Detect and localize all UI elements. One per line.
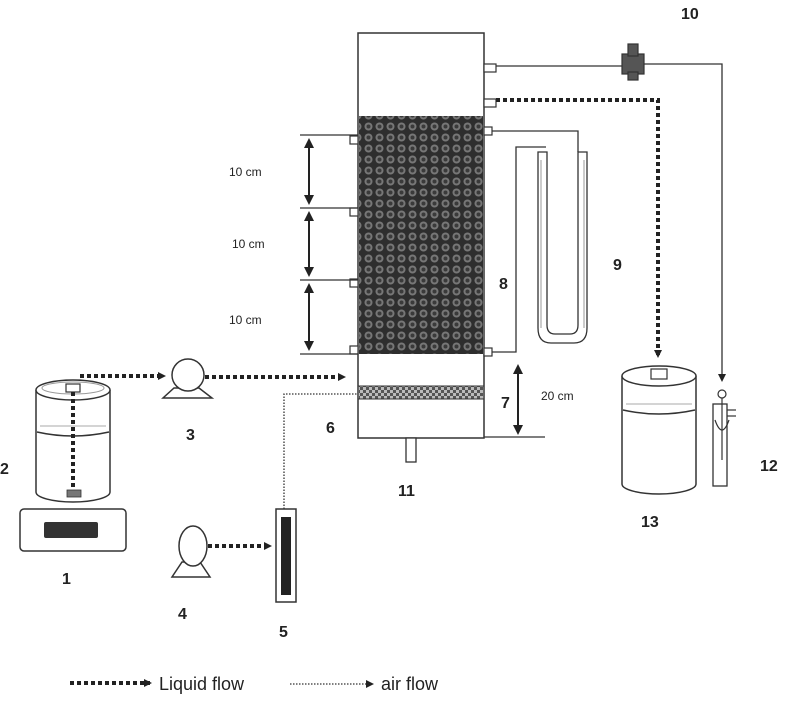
label-7: 7 [501,395,510,412]
legend-liquid-label: Liquid flow [159,674,245,694]
outlet-ports-right [483,63,497,357]
label-10: 10 [681,6,699,23]
label-8: 8 [499,276,508,293]
effluent-tank [621,365,697,495]
component-labels: 1 2 3 4 5 6 7 8 9 10 11 12 13 [0,6,778,641]
liquid-flow-lines [80,98,662,550]
sampling-ports-left [349,135,359,355]
legend: Liquid flow air flow [70,674,439,694]
air-flowmeter [275,508,297,603]
liquid-pump [161,358,215,399]
label-4: 4 [178,606,187,623]
label-12: 12 [760,458,778,475]
air-pump [170,525,212,578]
label-1: 1 [62,571,71,588]
dimension-lines [300,134,545,438]
label-5: 5 [279,624,288,641]
dimension-labels: 10 cm 10 cm 10 cm 20 cm [229,165,574,403]
label-3: 3 [186,427,195,444]
label-11: 11 [398,483,415,500]
air-flow-lines [283,393,358,509]
dim-label-3: 10 cm [229,313,262,327]
reactor-column [357,32,485,463]
dim-label-1: 10 cm [229,165,262,179]
legend-air-label: air flow [381,674,439,694]
manometer [492,130,588,353]
dim-label-2: 10 cm [232,237,265,251]
label-2: 2 [0,461,9,478]
magnetic-stirrer [19,508,127,552]
gas-sampler [712,389,736,487]
label-6: 6 [326,420,335,437]
label-9: 9 [613,257,622,274]
gas-meter [496,43,726,382]
dim-label-bottom: 20 cm [541,389,574,403]
label-13: 13 [641,514,659,531]
feed-tank [35,379,111,503]
